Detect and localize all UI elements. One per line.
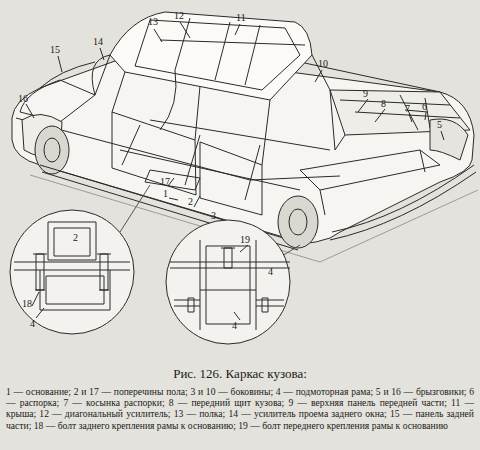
figure-caption: 1 — основание; 2 и 17 — поперечины пола;… [6,386,474,431]
callout-number: 4 [268,266,273,277]
callout-number: 12 [174,10,184,21]
callout-number: 5 [437,119,442,130]
callout-number: 13 [148,16,158,27]
callout-number: 3 [211,210,216,221]
callout-number: 2 [188,196,193,207]
callout-number: 16 [18,93,28,104]
callout-number: 11 [236,12,246,23]
callout-number: 4 [232,320,237,331]
callout-number: 10 [318,58,328,69]
callout-number: 17 [160,176,170,187]
callout-number: 15 [50,44,60,55]
callout-number: 9 [363,88,368,99]
callout-number: 2 [73,232,78,243]
callout-number: 8 [381,98,386,109]
callout-number: 14 [93,36,103,47]
callout-number: 6 [422,101,427,112]
callout-number: 18 [22,298,32,309]
figure-title: Рис. 126. Каркас кузова: [0,366,480,382]
callout-number: 19 [240,234,250,245]
callout-number: 4 [30,318,35,329]
callout-number: 1 [163,188,168,199]
callout-number: 7 [405,103,410,114]
